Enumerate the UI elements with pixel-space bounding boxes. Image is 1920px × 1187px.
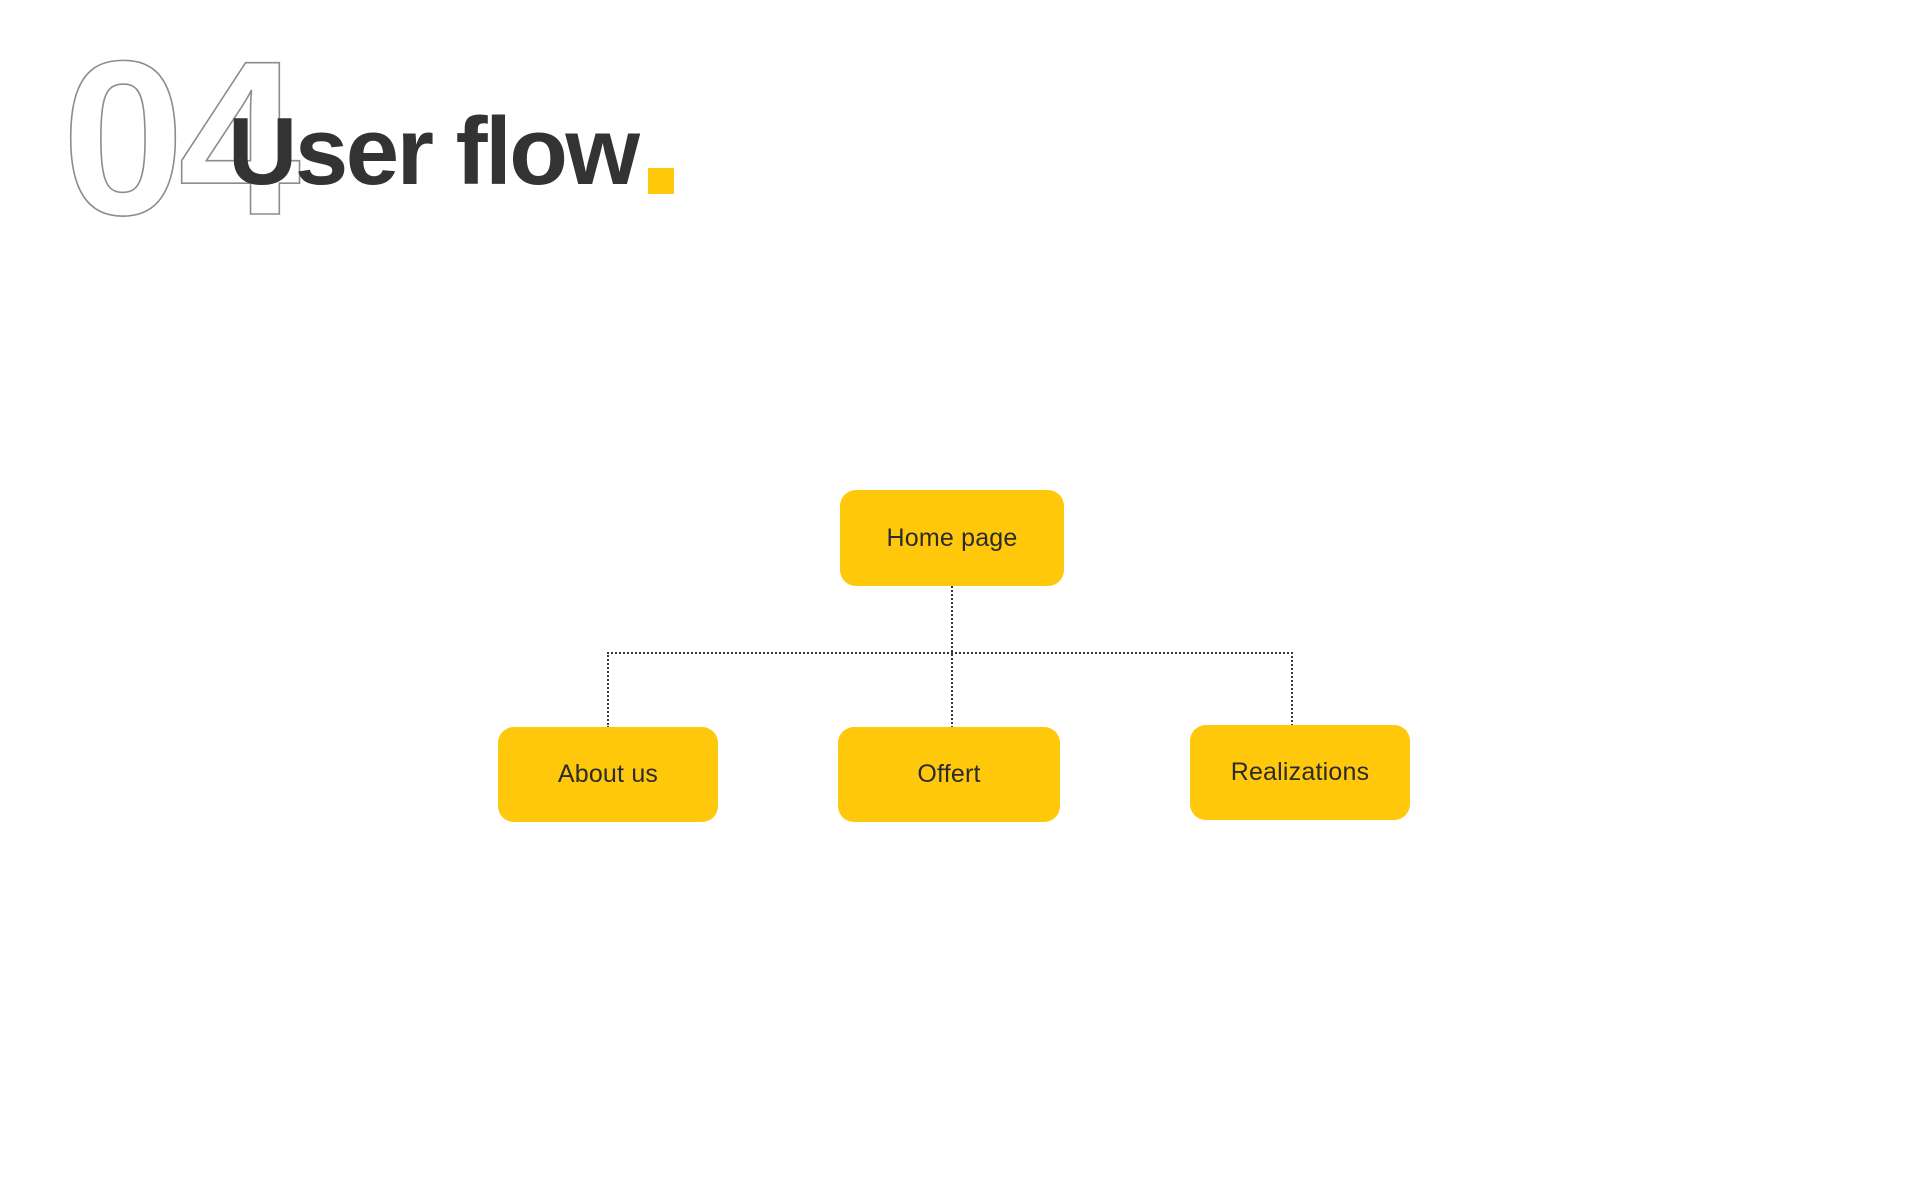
title-accent-square	[647, 168, 674, 194]
title-row: User flow	[228, 104, 674, 200]
flow-node-realizations[interactable]: Realizations	[1190, 725, 1410, 820]
connector-horizontal-bus	[607, 652, 1293, 654]
flow-node-about-us[interactable]: About us	[498, 727, 718, 822]
flow-node-label: Realizations	[1230, 758, 1370, 786]
connector-bus-to-about-us	[607, 652, 609, 728]
flow-node-label: Offert	[917, 760, 981, 788]
flow-node-offert[interactable]: Offert	[838, 727, 1060, 822]
flow-node-label: About us	[557, 760, 659, 788]
title-block: 04 User flow	[0, 0, 900, 270]
flow-node-label: Home page	[886, 523, 1018, 552]
page-title: User flow	[228, 98, 640, 205]
flow-node-home-page[interactable]: Home page	[840, 490, 1064, 586]
user-flow-diagram: Home page About us Offert Realizations	[420, 470, 1480, 840]
section-number-outline: 04	[61, 15, 301, 261]
connector-bus-to-realizations	[1291, 652, 1293, 726]
connector-home-to-bus	[951, 586, 953, 728]
